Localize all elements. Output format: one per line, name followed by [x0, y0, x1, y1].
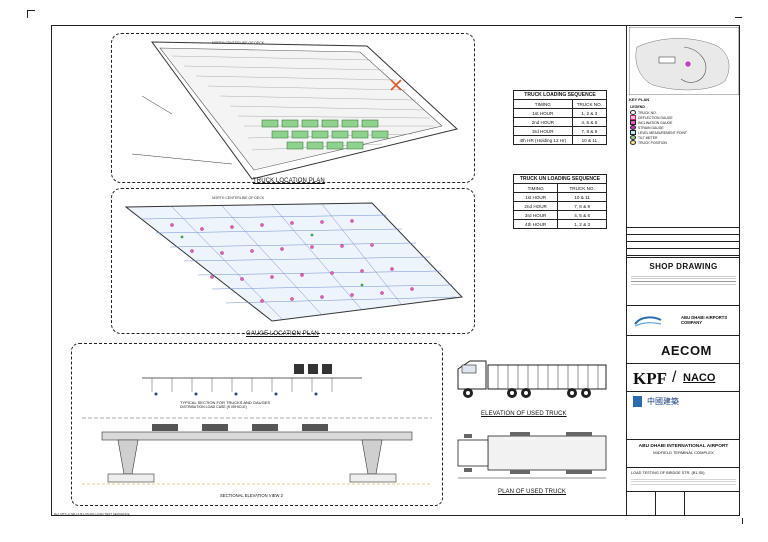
legend-title: LEGEND	[630, 105, 645, 109]
legend-item: LEVEL MEASUREMENT POINT	[630, 130, 738, 135]
legend-item-label: INCLINATION GAUGE	[638, 120, 673, 125]
truck-elevation-drawing	[457, 360, 607, 398]
drawing-number-row	[627, 491, 740, 516]
legend-item: TILT METER	[630, 135, 738, 140]
truck-location-plan-drawing: NORTH CENTERLINE OF DECK	[131, 41, 459, 180]
crop-mark-top-right	[735, 17, 742, 18]
table-cell: 7, 8 & 9	[557, 201, 607, 211]
typical-section-caption: TYPICAL SECTION FOR TRUCKS AND GAUGES	[180, 400, 271, 405]
legend-item: INCLINATION GAUGE	[630, 120, 738, 125]
deflection-gauge-icon	[630, 115, 636, 120]
table-cell: 3rd HOUR	[513, 126, 573, 136]
legend-item-label: TRUCK NO.	[638, 110, 657, 115]
client-logo-icon	[634, 316, 662, 327]
table-cell: 10 & 11	[571, 135, 608, 145]
consultant-box: AECOM	[627, 335, 740, 363]
truck-elevation-caption: ELEVATION OF USED TRUCK	[481, 411, 567, 417]
legend-item-label: LEVEL MEASUREMENT POINT	[638, 130, 687, 135]
truck-location-plan-panel: NORTH CENTERLINE OF DECK	[111, 33, 475, 183]
strain-gauge-icon	[630, 125, 636, 130]
architect-box: KPF / NACO	[627, 363, 740, 391]
drawing-title-box: LOAD TESTING OF BRIDGE STR. (B1-S5)	[627, 467, 740, 491]
table-cell: 1st HOUR	[513, 108, 573, 118]
table-cell: 4, 5 & 6	[571, 117, 608, 127]
svg-text:NORTH CENTERLINE OF DECK: NORTH CENTERLINE OF DECK	[212, 41, 265, 45]
table-cell: 4, 5 & 6	[557, 210, 607, 220]
project-title-line1: ABU DHABI INTERNATIONAL AIRPORT	[638, 444, 729, 449]
legend-item: DEFLECTION GAUGE	[630, 115, 738, 120]
inclination-gauge-icon	[630, 120, 636, 125]
shop-drawing-label: SHOP DRAWING	[649, 262, 718, 271]
table-header: TIMING	[512, 183, 559, 193]
shop-drawing-box: SHOP DRAWING	[627, 257, 740, 295]
table-header: TRUCK NO.	[571, 99, 608, 109]
typical-section-subcaption: DISTRIBUTION LOAD CASE (5 VEHICLE)	[180, 405, 247, 409]
key-plan-map	[629, 27, 739, 95]
architect-divider-icon: /	[672, 369, 677, 386]
architect-logo-naco: NACO	[683, 372, 716, 384]
legend-item: TRUCK POSITION	[630, 140, 738, 145]
truck-position-icon	[630, 140, 636, 145]
svg-text:NORTH CENTERLINE OF DECK: NORTH CENTERLINE OF DECK	[212, 196, 265, 200]
table-cell: 7, 8 & 9	[571, 126, 608, 136]
table-header: TIMING	[513, 99, 573, 109]
table-header: TRUCK NO.	[557, 183, 607, 193]
section-elevation-drawing	[82, 364, 432, 485]
level-point-icon	[630, 130, 636, 135]
project-box: ABU DHABI INTERNATIONAL AIRPORT MIDFIELD…	[627, 439, 740, 467]
legend-item-label: TILT METER	[638, 135, 658, 140]
project-title-line2: MIDFIELD TERMINAL COMPLEX	[653, 450, 714, 455]
legend-item: TRUCK NO.	[630, 110, 738, 115]
gauge-location-plan-drawing: NORTH CENTERLINE OF DECK	[124, 196, 464, 322]
table-cell: 3rd HOUR	[512, 210, 559, 220]
truck-plan-drawing	[457, 432, 607, 479]
truck-number-icon	[630, 110, 636, 115]
client-name: ABU DHABI AIRPORTS COMPANY	[681, 315, 728, 325]
consultant-logo: AECOM	[661, 343, 712, 358]
legend: LEGEND TRUCK NO. DEFLECTION GAUGE INCLIN…	[630, 105, 738, 145]
table-cell: 1, 2 & 3	[557, 219, 607, 229]
legend-item-label: TRUCK POSITION	[638, 140, 667, 145]
table-cell: 1st HOUR	[512, 192, 559, 202]
revision-rows	[627, 227, 740, 257]
table-cell: 10 & 11	[557, 192, 607, 202]
tilt-meter-icon	[630, 135, 636, 140]
gauge-location-plan-caption: GAUGE LOCATION PLAN	[246, 331, 319, 337]
key-plan-label: KEY PLAN	[629, 97, 650, 102]
table-cell: 4th HOUR	[512, 219, 559, 229]
crop-mark-bottom-right	[742, 518, 743, 524]
truck-location-plan-caption: TRUCK LOCATION PLAN	[253, 178, 325, 184]
legend-item-label: DEFLECTION GAUGE	[638, 115, 673, 120]
contractor-box: 中國建築	[627, 391, 740, 411]
client-box: ABU DHABI AIRPORTS COMPANY	[627, 305, 740, 335]
table-cell: 2nd HOUR	[512, 201, 559, 211]
unloading-table-title: TRUCK UN LOADING SEQUENCE	[513, 174, 607, 184]
loading-table-title: TRUCK LOADING SEQUENCE	[513, 90, 607, 100]
gauge-location-plan-panel: NORTH CENTERLINE OF DECK	[111, 188, 475, 334]
legend-item: STRAIN GAUGE	[630, 125, 738, 130]
architect-logo-kpf: KPF	[633, 369, 667, 388]
drawing-sheet-border	[51, 25, 740, 516]
section-elevation-panel: TYPICAL SECTION FOR TRUCKS AND GAUGES DI…	[71, 343, 443, 506]
drawing-title: LOAD TESTING OF BRIDGE STR. (B1-S5)	[631, 471, 705, 475]
contractor-name: 中國建築	[647, 397, 679, 406]
table-cell: 1, 2 & 3	[571, 108, 608, 118]
footer-note: Ref: MTC-C-SD-LT-B1-S5-001 LOAD TEST SEQ…	[54, 512, 130, 516]
legend-item-label: STRAIN GAUGE	[638, 125, 664, 130]
contractor-logo-icon	[633, 396, 642, 407]
sectional-elevation-caption: SECTIONAL ELEVATION VIEW 2	[220, 493, 283, 498]
crop-mark-top-left	[27, 10, 35, 18]
table-cell: 4th HR (Holding 12 Hr)	[513, 135, 573, 145]
table-cell: 2nd HOUR	[513, 117, 573, 127]
title-block: KEY PLAN LEGEND TRUCK NO. DEFLECTION GAU…	[626, 25, 740, 516]
truck-plan-caption: PLAN OF USED TRUCK	[498, 489, 567, 495]
